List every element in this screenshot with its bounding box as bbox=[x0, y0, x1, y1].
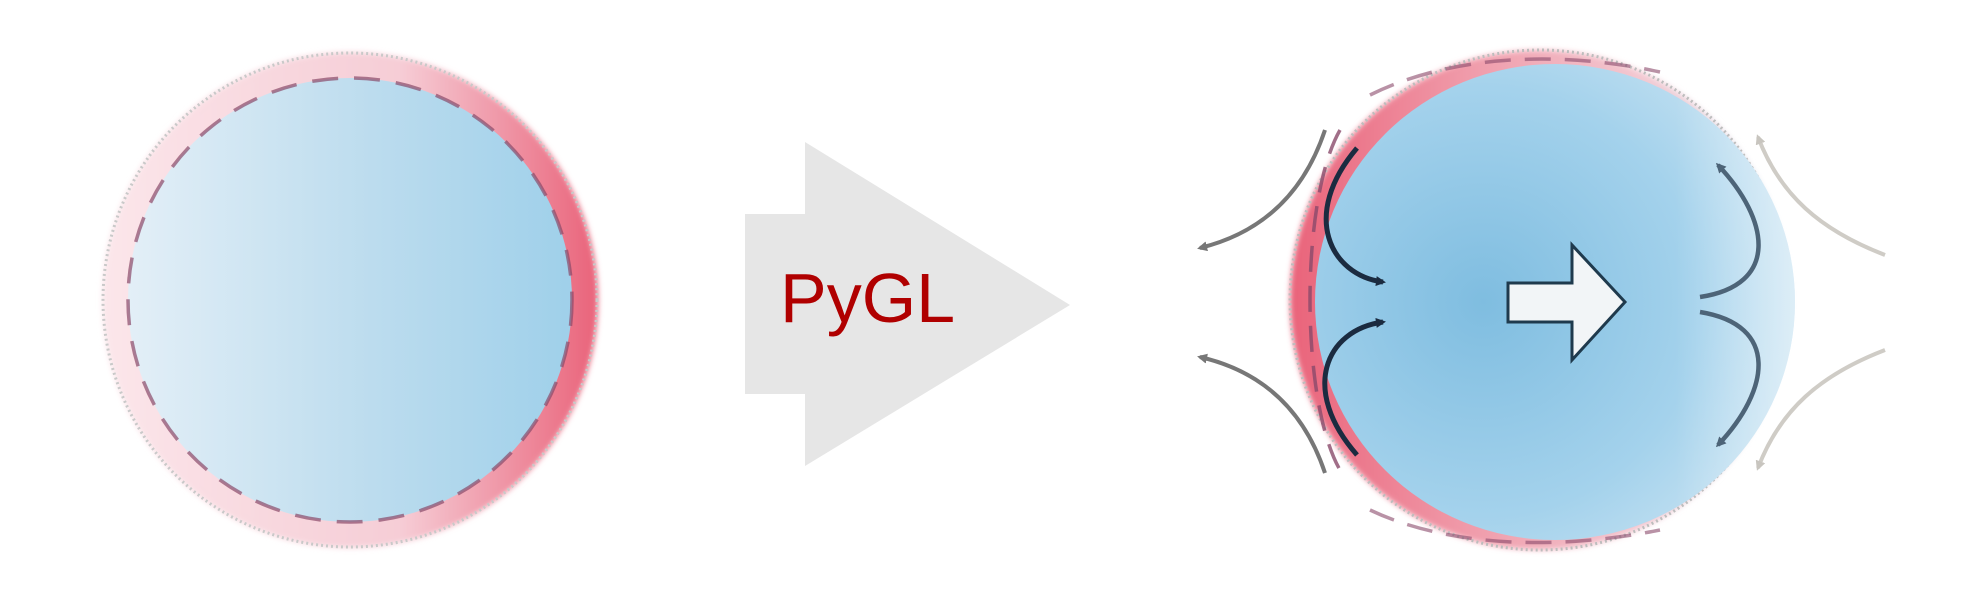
external-flow-arrow-lower-right bbox=[1755, 348, 1886, 471]
rear-flow-arrow-lower bbox=[1699, 309, 1761, 448]
external-flow-arrow-upper-left bbox=[1197, 129, 1327, 252]
initial-cell-outline bbox=[101, 51, 599, 549]
front-flow-arrow-upper bbox=[1323, 146, 1386, 287]
external-flow-arrow-lower-left bbox=[1197, 353, 1327, 474]
polarized-cell-dashed-bottom bbox=[1369, 508, 1661, 545]
polarized-cell-dashed-top bbox=[1369, 57, 1661, 97]
front-flow-arrow-lower bbox=[1322, 318, 1386, 457]
initial-cell-body bbox=[128, 78, 572, 522]
external-flow-arrow-upper-right bbox=[1755, 134, 1886, 257]
process-arrow-label: PyGL bbox=[780, 259, 955, 337]
initial-cell bbox=[101, 51, 599, 549]
rear-flow-arrow-upper bbox=[1699, 162, 1761, 300]
process-arrow-shape bbox=[745, 142, 1070, 466]
polarized-cell-dashed-boundary bbox=[1308, 129, 1342, 471]
polarized-cell bbox=[1288, 48, 1795, 552]
initial-cell-dashed-boundary bbox=[126, 76, 574, 524]
process-arrow: PyGL bbox=[745, 142, 1070, 466]
motion-direction-arrow bbox=[1506, 241, 1628, 364]
